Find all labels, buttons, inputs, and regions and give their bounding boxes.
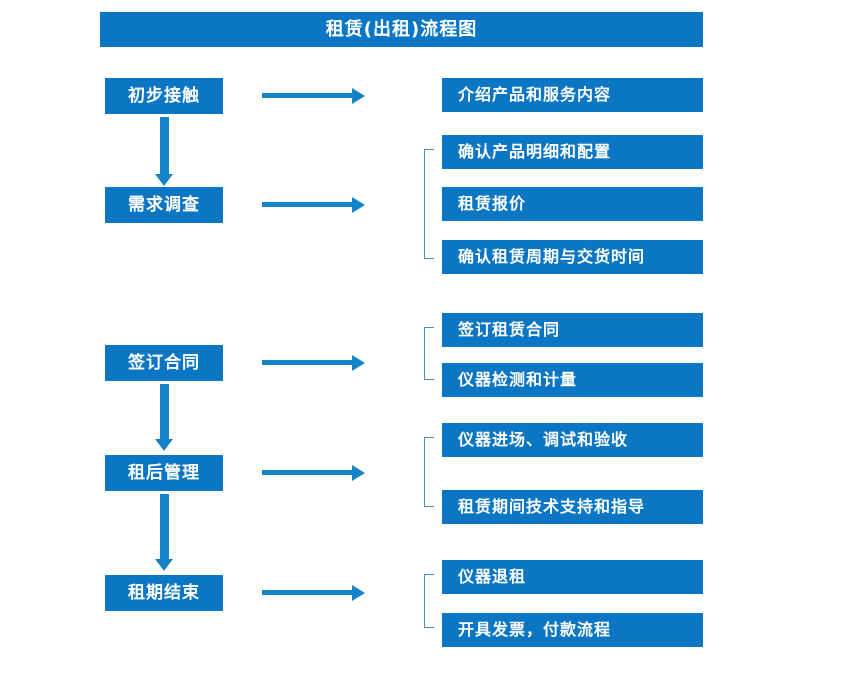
- detail-box-3: 租赁报价: [442, 187, 703, 221]
- detail-box-2: 确认产品明细和配置: [442, 135, 703, 169]
- right-arrow-icon-5: [262, 584, 365, 601]
- group-bracket-2: [424, 327, 434, 380]
- down-arrow-icon-1: [155, 117, 173, 186]
- group-bracket-1: [424, 149, 434, 259]
- detail-box-4: 确认租赁周期与交货时间: [442, 240, 703, 274]
- stage-box-3: 签订合同: [105, 345, 223, 381]
- stage-box-5: 租期结束: [105, 575, 223, 611]
- down-arrow-icon-2: [155, 384, 173, 451]
- down-arrow-icon-3: [155, 494, 173, 571]
- detail-box-6: 仪器检测和计量: [442, 363, 703, 397]
- stage-box-4: 租后管理: [105, 455, 223, 491]
- detail-box-5: 签订租赁合同: [442, 313, 703, 347]
- right-arrow-icon-1: [262, 87, 365, 104]
- detail-box-7: 仪器进场、调试和验收: [442, 423, 703, 457]
- right-arrow-icon-3: [262, 354, 365, 371]
- right-arrow-icon-2: [262, 196, 365, 213]
- detail-box-8: 租赁期间技术支持和指导: [442, 490, 703, 524]
- right-arrow-icon-4: [262, 464, 365, 481]
- group-bracket-3: [424, 437, 434, 507]
- detail-box-10: 开具发票，付款流程: [442, 613, 703, 647]
- stage-box-1: 初步接触: [105, 78, 223, 114]
- stage-box-2: 需求调查: [105, 187, 223, 223]
- group-bracket-4: [424, 574, 434, 628]
- detail-box-1: 介绍产品和服务内容: [442, 78, 703, 112]
- page-title: 租赁(出租)流程图: [100, 12, 703, 47]
- detail-box-9: 仪器退租: [442, 560, 703, 594]
